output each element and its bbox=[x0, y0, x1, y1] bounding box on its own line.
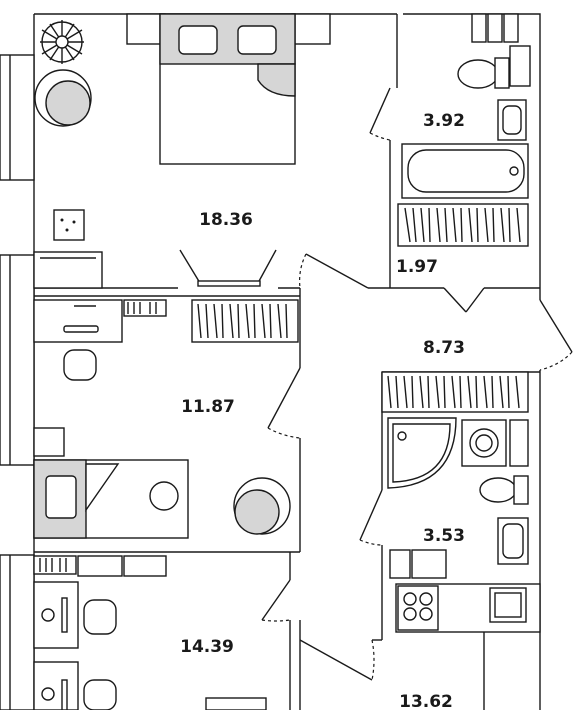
washing-machine-icon bbox=[461, 419, 507, 467]
study-furniture bbox=[33, 299, 299, 539]
armchair-icon bbox=[233, 477, 291, 535]
office-furniture bbox=[33, 555, 267, 710]
bed-icon bbox=[33, 459, 189, 539]
area-kitchen: 13.62 bbox=[399, 692, 453, 710]
bathroom-fixtures bbox=[401, 13, 531, 199]
bedroom-furniture bbox=[33, 13, 331, 289]
shower-icon bbox=[387, 417, 457, 489]
armchair-icon bbox=[34, 69, 92, 127]
kitchen-sink-icon bbox=[489, 587, 527, 623]
area-study: 11.87 bbox=[181, 397, 235, 417]
closet-wardrobe bbox=[397, 203, 529, 247]
area-labels: 18.36 3.92 1.97 8.73 11.87 3.53 14.39 13… bbox=[180, 111, 465, 710]
bathtub-icon bbox=[401, 143, 529, 199]
plant-icon bbox=[40, 20, 84, 64]
stove-icon bbox=[397, 585, 439, 631]
doors bbox=[179, 87, 573, 681]
area-closet: 1.97 bbox=[396, 257, 438, 277]
area-office: 14.39 bbox=[180, 637, 234, 657]
area-bedroom: 18.36 bbox=[199, 210, 253, 230]
toilet-icon bbox=[457, 57, 510, 89]
chair-icon bbox=[63, 349, 97, 381]
area-shower-room: 3.53 bbox=[423, 526, 465, 546]
kitchen-furniture bbox=[389, 549, 541, 710]
sink-icon bbox=[497, 517, 529, 565]
shower-room-fixtures bbox=[381, 371, 529, 565]
area-hall: 8.73 bbox=[423, 338, 465, 358]
sink-icon bbox=[497, 99, 527, 141]
area-bathroom: 3.92 bbox=[423, 111, 465, 131]
toilet-icon bbox=[479, 475, 529, 505]
